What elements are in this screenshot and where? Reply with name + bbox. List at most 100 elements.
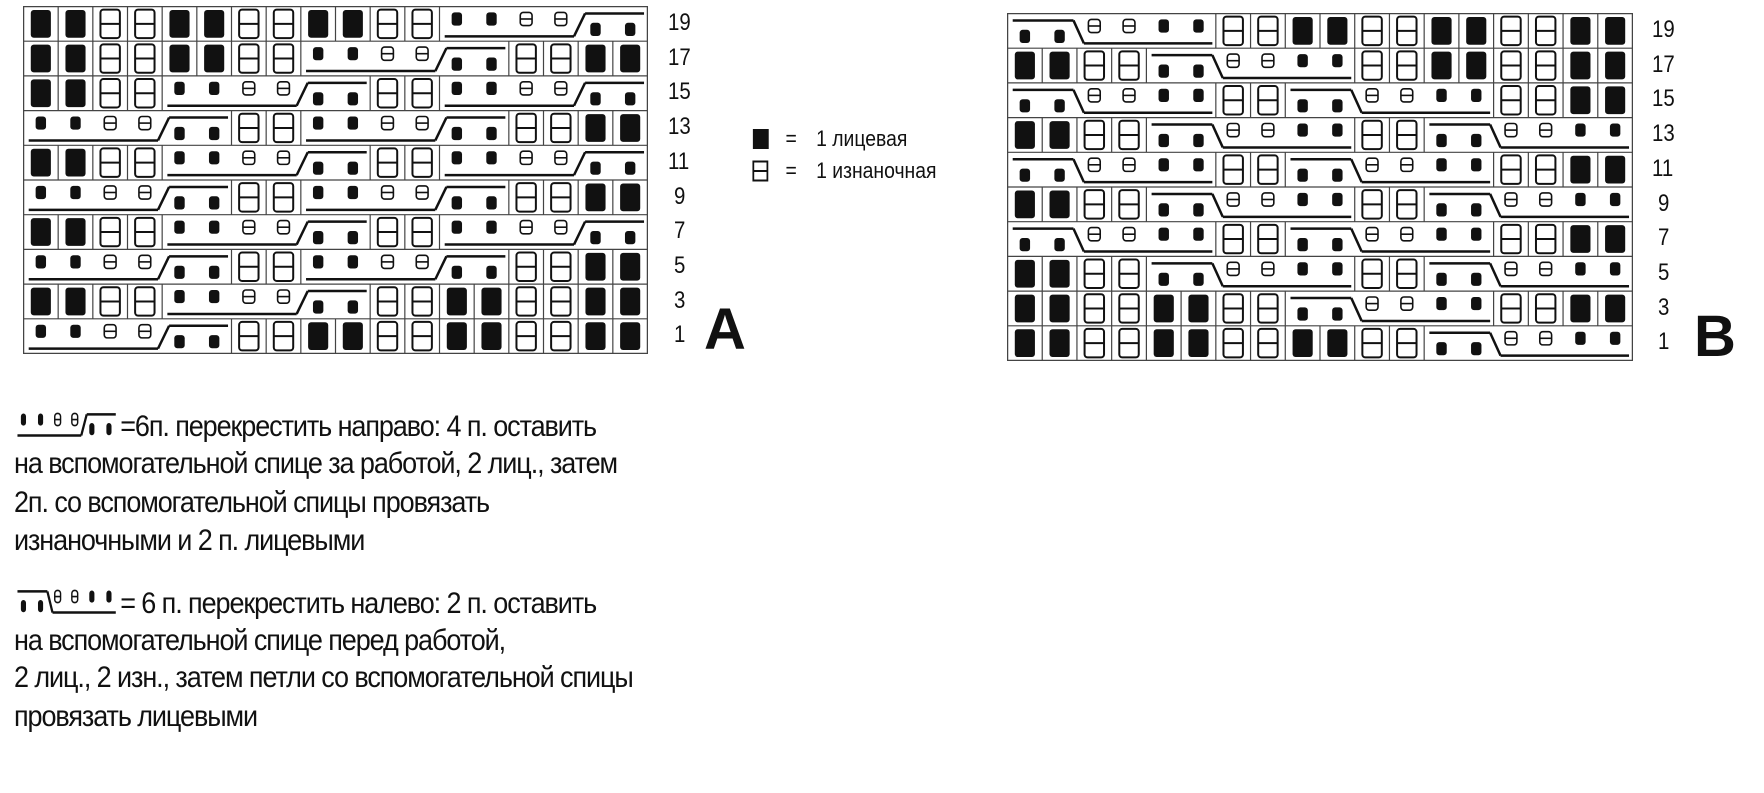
knit-stitch bbox=[1193, 133, 1204, 148]
purl-stitch bbox=[276, 150, 291, 166]
purl-stitch bbox=[1400, 296, 1414, 311]
purl-stitch bbox=[1226, 122, 1240, 138]
knit-stitch bbox=[1158, 203, 1169, 217]
knit-stitch bbox=[174, 265, 185, 279]
left-cross-cable bbox=[1429, 261, 1630, 288]
right-cross-cable bbox=[28, 185, 229, 212]
chart-row-19 bbox=[1012, 13, 1626, 49]
purl-stitch bbox=[1118, 50, 1140, 81]
knit-stitch bbox=[70, 324, 81, 338]
purl-stitch bbox=[1500, 293, 1522, 324]
purl-stitch bbox=[1365, 296, 1379, 311]
left-cross-cable bbox=[1429, 192, 1630, 219]
purl-stitch bbox=[411, 320, 433, 352]
knit-stitch bbox=[620, 183, 641, 212]
knit-stitch bbox=[1049, 329, 1070, 358]
note-right-cross-line-2: на вспомогательной спице за работой, 2 л… bbox=[14, 447, 618, 480]
knit-stitch bbox=[1014, 329, 1035, 358]
purl-stitch bbox=[415, 115, 429, 131]
right-cross-cable bbox=[306, 115, 506, 142]
purl-stitch bbox=[550, 182, 572, 213]
purl-stitch bbox=[1500, 50, 1522, 81]
knit-stitch bbox=[1575, 262, 1586, 276]
knit-stitch bbox=[208, 220, 220, 234]
knit-stitch bbox=[35, 185, 47, 200]
right-cross-cable bbox=[306, 46, 506, 73]
left-cross-cable bbox=[1429, 122, 1630, 149]
purl-stitch bbox=[1365, 87, 1379, 103]
left-cross-cable bbox=[1012, 226, 1213, 253]
purl-stitch bbox=[1083, 119, 1106, 151]
chart-row-5 bbox=[23, 248, 648, 285]
knit-stitch bbox=[585, 183, 606, 212]
purl-stitch bbox=[1261, 53, 1275, 69]
chart-row-9 bbox=[1007, 186, 1633, 222]
purl-stitch bbox=[515, 43, 537, 74]
chart-row-11 bbox=[1007, 151, 1633, 187]
chart-b-grid bbox=[1007, 13, 1633, 361]
purl-stitch bbox=[138, 115, 152, 131]
chart-row-7 bbox=[1007, 221, 1633, 257]
knit-stitch bbox=[204, 9, 225, 38]
purl-stitch bbox=[515, 112, 537, 144]
knit-stitch bbox=[208, 151, 220, 165]
right-cross-cable bbox=[444, 11, 645, 38]
purl-stitch bbox=[550, 286, 572, 317]
note-left-cross-line-1: = 6 п. перекрестить налево: 2 п. оставит… bbox=[14, 585, 597, 621]
knit-stitch bbox=[1158, 158, 1169, 172]
knit-stitch bbox=[1327, 329, 1348, 358]
cable-line bbox=[1489, 124, 1502, 148]
purl-stitch bbox=[238, 182, 260, 213]
knit-stitch bbox=[1297, 168, 1308, 182]
purl-stitch bbox=[554, 80, 568, 96]
purl-stitch bbox=[554, 11, 568, 27]
knit-stitch bbox=[1436, 88, 1447, 102]
knit-stitch bbox=[65, 287, 86, 316]
knit-stitch bbox=[1193, 158, 1204, 172]
knit-stitch bbox=[451, 81, 463, 95]
cable-line bbox=[1072, 89, 1086, 114]
knit-stitch bbox=[1193, 203, 1204, 217]
cable-line bbox=[156, 116, 171, 141]
row-label: 19 bbox=[1652, 16, 1675, 43]
row-label: 15 bbox=[668, 78, 691, 106]
row-label: 7 bbox=[674, 217, 686, 245]
knit-stitch bbox=[65, 44, 86, 73]
knit-stitch bbox=[312, 231, 324, 245]
purl-stitch bbox=[272, 8, 295, 40]
knit-stitch bbox=[1297, 192, 1308, 207]
knit-stitch bbox=[1158, 88, 1169, 102]
purl-stitch bbox=[519, 11, 533, 27]
row-label: 13 bbox=[1652, 120, 1675, 148]
row-label: 7 bbox=[1658, 224, 1670, 252]
purl-stitch bbox=[1504, 122, 1518, 138]
note-text: = 6 п. перекрестить налево: 2 п. оставит… bbox=[120, 587, 597, 620]
knit-stitch bbox=[1570, 51, 1591, 80]
cable-line bbox=[295, 221, 309, 246]
purl-stitch bbox=[276, 219, 291, 235]
purl-stitch bbox=[411, 286, 433, 317]
knit-stitch bbox=[30, 148, 51, 177]
knit-stitch bbox=[1193, 19, 1204, 33]
knit-stitch bbox=[590, 92, 601, 106]
knit-stitch bbox=[30, 9, 51, 38]
knit-stitch bbox=[1436, 227, 1447, 241]
purl-stitch bbox=[554, 150, 568, 166]
row-label: 17 bbox=[668, 43, 691, 71]
purl-stitch bbox=[134, 8, 156, 40]
purl-stitch bbox=[1083, 258, 1106, 289]
purl-stitch bbox=[1361, 50, 1383, 81]
knit-stitch bbox=[1471, 88, 1482, 102]
chart-row-1 bbox=[23, 318, 648, 354]
purl-box bbox=[1361, 119, 1383, 151]
cable-line bbox=[572, 12, 587, 37]
knit-stitch bbox=[106, 423, 112, 436]
purl-box bbox=[1361, 15, 1383, 47]
row-label: 19 bbox=[668, 9, 691, 36]
knit-stitch bbox=[30, 44, 51, 73]
knit-stitch bbox=[312, 255, 324, 269]
knit-stitch bbox=[451, 151, 463, 165]
knit-stitch bbox=[312, 92, 324, 106]
knit-stitch bbox=[1014, 190, 1035, 219]
knit-stitch bbox=[590, 161, 601, 175]
